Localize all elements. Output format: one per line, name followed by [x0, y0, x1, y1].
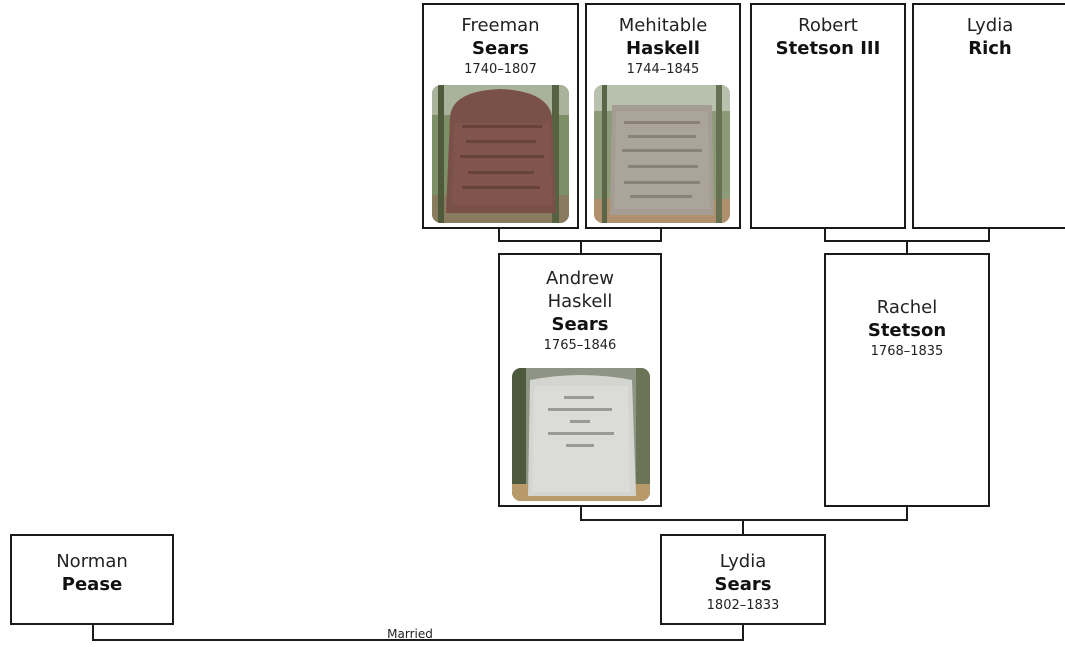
given-name: Lydia: [719, 551, 767, 572]
gravestone-photo: [432, 85, 569, 223]
person-card-mehitable-haskell[interactable]: Mehitable Haskell 1744–1845: [585, 3, 741, 229]
given-name: Freeman: [461, 15, 540, 36]
connector-line: [988, 227, 990, 241]
married-label: Married: [387, 627, 433, 641]
given-name: Andrew Haskell: [546, 268, 614, 312]
surname: Haskell: [626, 38, 700, 59]
surname: Rich: [968, 38, 1012, 59]
connector-line: [580, 240, 582, 255]
given-name: Rachel: [876, 297, 938, 318]
marriage-line: [92, 624, 94, 640]
person-card-lydia-sears[interactable]: Lydia Sears 1802–1833: [660, 534, 826, 625]
connector-line: [906, 240, 908, 255]
life-dates: 1744–1845: [626, 62, 700, 77]
marriage-line: [92, 639, 744, 641]
person-card-rachel-stetson[interactable]: Rachel Stetson 1768–1835: [824, 253, 990, 507]
connector-line: [742, 519, 744, 535]
connector-line: [824, 227, 826, 241]
person-card-lydia-rich[interactable]: Lydia Rich: [912, 3, 1065, 229]
surname: Stetson: [867, 320, 947, 341]
connector-line: [580, 519, 908, 521]
life-dates: 1802–1833: [706, 598, 780, 613]
connector-line: [580, 506, 582, 520]
surname: Pease: [61, 574, 123, 595]
surname: Stetson III: [775, 38, 881, 59]
life-dates: 1740–1807: [464, 62, 537, 77]
given-name: Mehitable: [618, 15, 708, 36]
given-name: Lydia: [966, 15, 1014, 36]
connector-line: [498, 227, 500, 241]
marriage-line: [742, 624, 744, 640]
surname: Sears: [551, 314, 609, 335]
person-card-norman-pease[interactable]: Norman Pease: [10, 534, 174, 625]
person-card-andrew-haskell-sears[interactable]: Andrew Haskell Sears 1765–1846: [498, 253, 662, 507]
gravestone-photo: [512, 368, 650, 501]
person-card-robert-stetson[interactable]: Robert Stetson III: [750, 3, 906, 229]
given-name: Norman: [56, 551, 128, 572]
life-dates: 1765–1846: [543, 338, 617, 353]
connector-line: [660, 227, 662, 241]
given-name: Robert: [798, 15, 858, 36]
surname: Sears: [714, 574, 772, 595]
surname: Sears: [472, 38, 529, 59]
gravestone-photo: [594, 85, 730, 223]
connector-line: [906, 506, 908, 520]
person-card-freeman-sears[interactable]: Freeman Sears 1740–1807: [422, 3, 579, 229]
life-dates: 1768–1835: [870, 344, 944, 359]
